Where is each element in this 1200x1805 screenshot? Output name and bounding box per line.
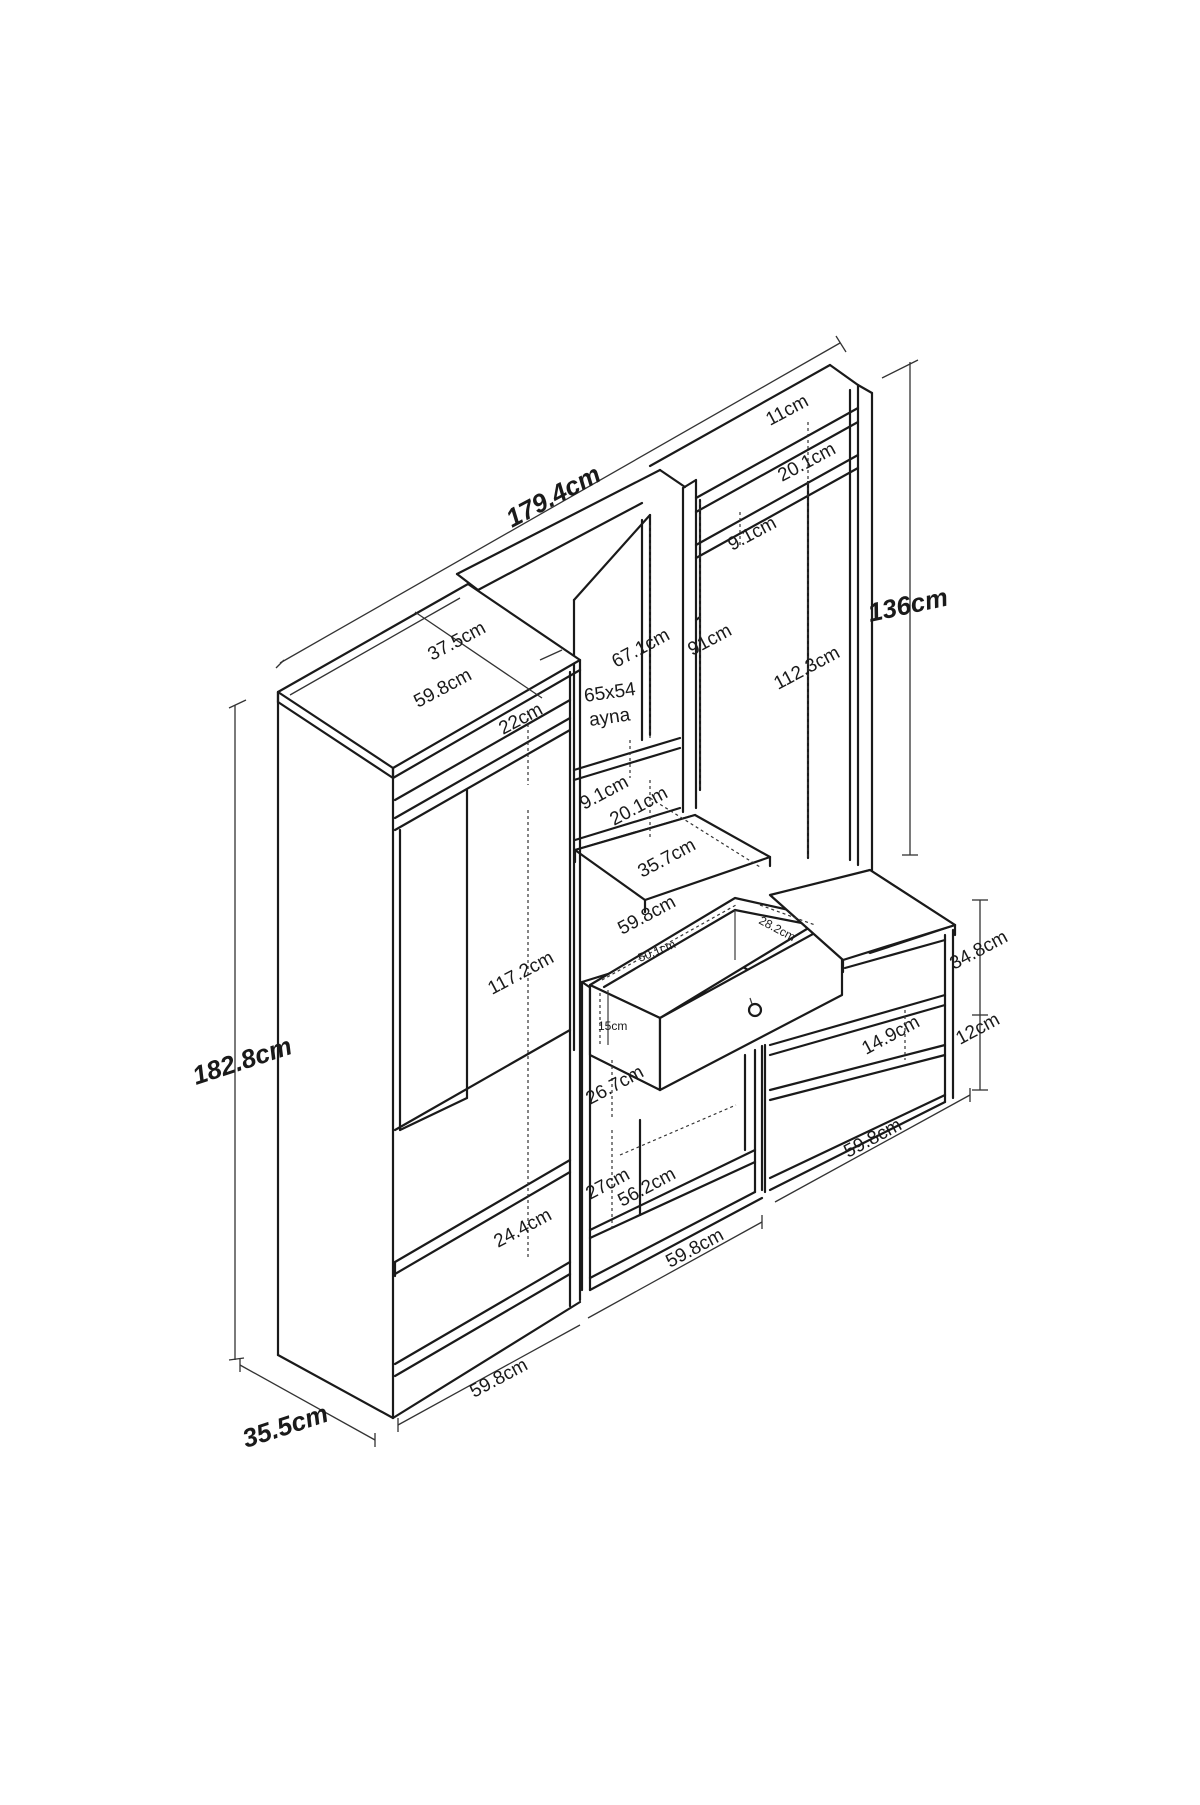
middle-mirror-section <box>572 513 697 1052</box>
dimension-lines <box>228 335 988 1447</box>
drawer-height-label: 15cm <box>598 1019 627 1033</box>
mirror-name-label: ayna <box>588 704 632 731</box>
middle-platform <box>573 813 772 914</box>
depth-label: 35.5cm <box>239 1398 332 1454</box>
left-base-width-label: 59.8cm <box>466 1355 531 1403</box>
mirror-size-label: 65x54 <box>583 679 638 707</box>
right-base-width-label: 59.8cm <box>840 1115 905 1163</box>
drawer-knob-icon <box>747 1002 763 1018</box>
right-height-label: 136cm <box>865 582 950 628</box>
furniture-drawing <box>276 363 957 1420</box>
total-width-label: 179.4cm <box>501 459 606 534</box>
left-hanging-height-label: 117.2cm <box>484 947 557 999</box>
left-wardrobe <box>276 582 582 1420</box>
back-panel <box>455 363 860 592</box>
bench-height-label: 34.8cm <box>946 927 1011 975</box>
middle-lower-shelf-label: 26.7cm <box>582 1062 647 1110</box>
right-bench-unit <box>763 868 957 1194</box>
middle-base-width-label: 59.8cm <box>662 1225 727 1273</box>
left-height-label: 182.8cm <box>189 1030 296 1090</box>
right-rail-gap-label: 9.1cm <box>724 513 780 556</box>
right-top-gap-label: 11cm <box>762 391 812 431</box>
drawer <box>588 896 844 1092</box>
middle-panel-height-label: 91cm <box>684 620 735 660</box>
right-shelf-height-label: 20.1cm <box>774 439 839 487</box>
